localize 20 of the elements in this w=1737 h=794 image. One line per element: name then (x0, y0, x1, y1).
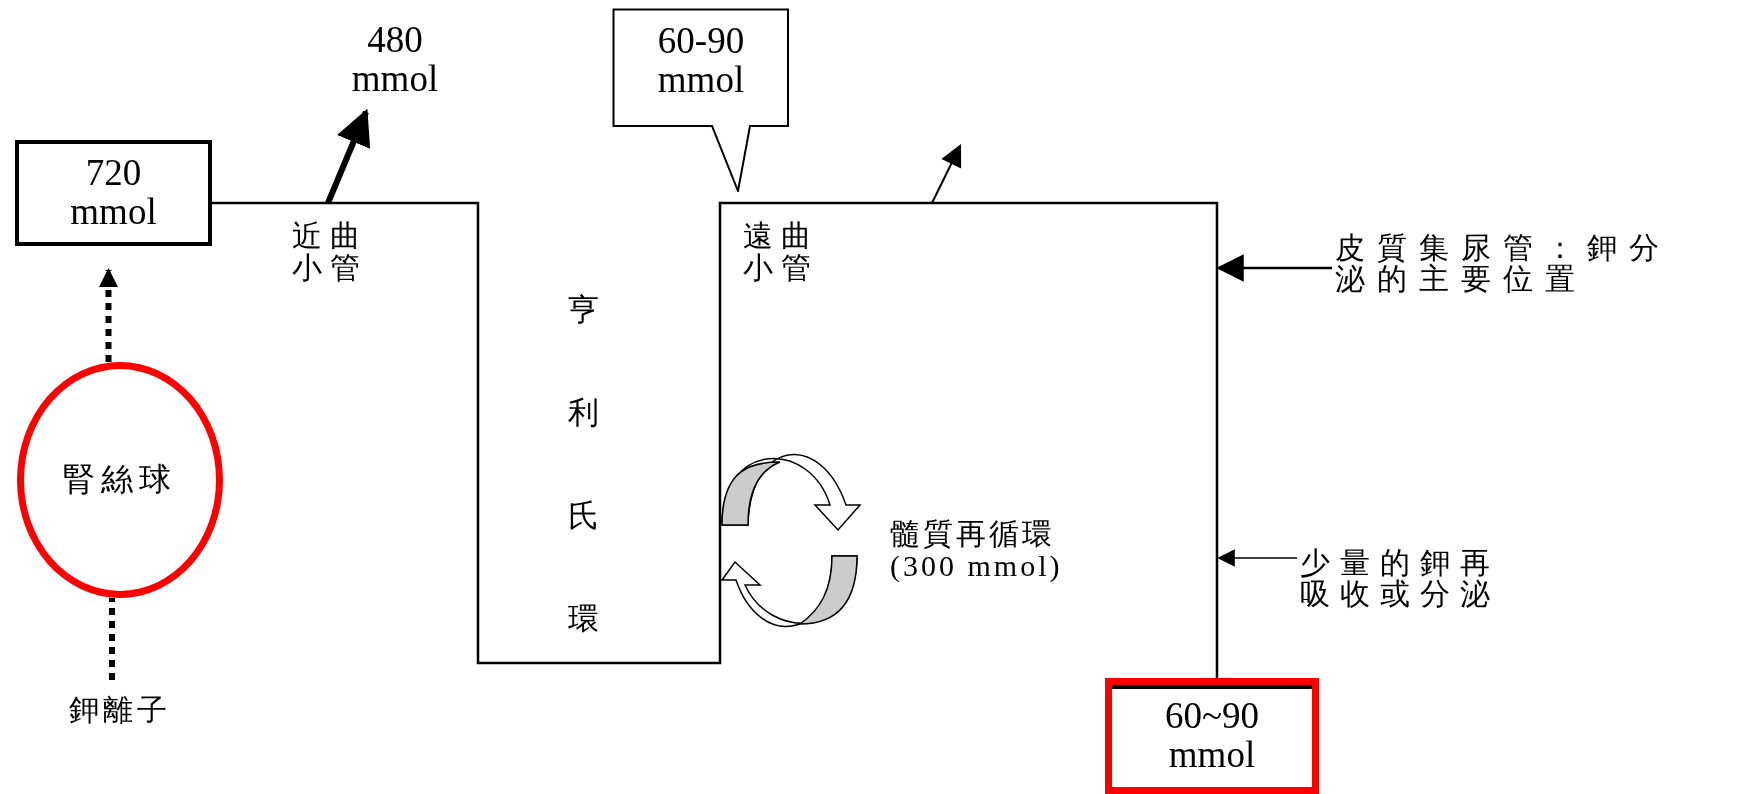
arrow (1217, 549, 1298, 567)
amount-box (1105, 678, 1319, 794)
arrow (1216, 254, 1332, 282)
potassium-ion-label: 鉀離子 (68, 694, 172, 726)
amount-callout (612, 8, 790, 192)
recirculation-label: 髓質再循環 (300 mmol) (890, 518, 1064, 581)
node-text: 720 mmol (69, 154, 158, 232)
loop-label: 亨利氏環 (568, 291, 600, 638)
node-text: 60-90 mmol (656, 22, 746, 100)
arrow (98, 268, 119, 362)
collecting-duct-note: 皮質集尿管：鉀分泌的主要位置 (1335, 231, 1672, 295)
tubule-label: 近曲小管 (292, 220, 369, 283)
node-text: 60~90 mmol (1164, 697, 1260, 775)
tubule-label: 遠曲小管 (743, 220, 820, 283)
amount-label: 480 mmol (350, 21, 440, 99)
amount-box (15, 140, 212, 246)
arrow (325, 108, 371, 205)
node-text: 腎絲球 (62, 463, 178, 497)
glomerulus-circle (17, 362, 223, 598)
secretion-note: 少量的鉀再吸收或分泌 (1300, 546, 1501, 610)
